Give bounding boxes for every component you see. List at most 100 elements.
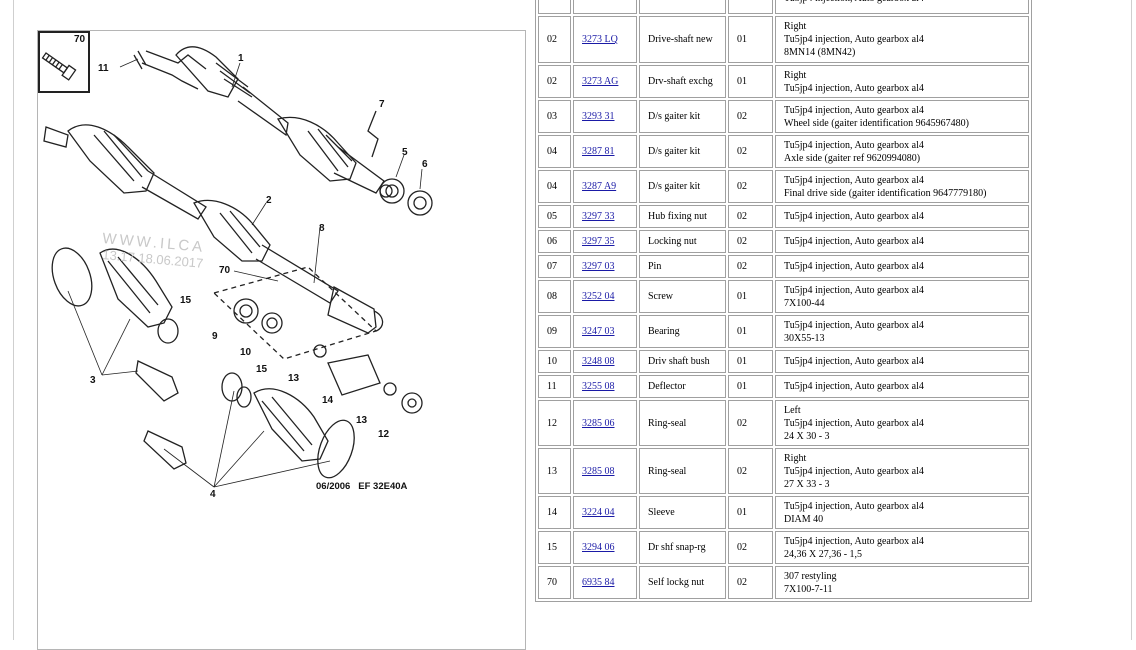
cell-reference: 15 <box>538 531 571 564</box>
part-code-link[interactable]: 3294 06 <box>582 542 615 553</box>
part-code-link[interactable]: 3293 31 <box>582 111 615 122</box>
cell-reference: 05 <box>538 205 571 228</box>
note-line: Tu5jp4 injection, Auto gearbox al4 <box>784 381 924 392</box>
bearing-9 <box>233 298 259 324</box>
cell-notes: Tu5jp4 injection, Auto gearbox al4 <box>775 350 1029 373</box>
deflector-11 <box>401 392 423 414</box>
cell-quantity: 02 <box>728 170 773 203</box>
cell-quantity: 02 <box>728 400 773 446</box>
callout-70-inset: 70 <box>74 34 86 45</box>
part-code-link[interactable]: 3224 04 <box>582 507 615 518</box>
cell-reference: 08 <box>538 280 571 313</box>
cell-quantity: 02 <box>728 531 773 564</box>
cell-part-code: 3297 33 <box>573 205 637 228</box>
part-code-link[interactable]: 3287 81 <box>582 146 615 157</box>
note-line: Tu5jp4 injection, Auto gearbox al4 <box>784 284 924 296</box>
note-line: Tu5jp4 injection, Auto gearbox al4 <box>784 211 924 222</box>
part-code-link[interactable]: 3285 06 <box>582 417 615 429</box>
part-code-link[interactable]: 3252 04 <box>582 291 615 302</box>
cell-reference: 09 <box>538 315 571 348</box>
cell-quantity: 02 <box>728 255 773 278</box>
cell-notes: Tu5jp4 injection, Auto gearbox al4 <box>775 0 1029 14</box>
cell-reference: 02 <box>538 16 571 63</box>
cell-part-code: 3294 06 <box>573 531 637 564</box>
note-line: Right <box>784 21 807 32</box>
cell-reference: 11 <box>538 375 571 398</box>
cell-quantity: 02 <box>728 566 773 599</box>
note-line: Tu5jp4 injection, Auto gearbox al4 <box>784 104 924 116</box>
cell-part-name: Driv shaft bush <box>639 350 726 373</box>
part-code-link[interactable]: 3273 LQ <box>582 34 618 45</box>
part-code-link[interactable]: 3297 33 <box>582 211 615 222</box>
part-code-link[interactable]: 3285 08 <box>582 465 615 477</box>
cell-part-name: Drive-shaft new <box>639 16 726 63</box>
cell-part-name <box>639 0 726 14</box>
lower-driveshaft <box>43 124 384 334</box>
note-line: Tu5jp4 injection, Auto gearbox al4 <box>784 356 924 367</box>
part-code-link[interactable]: 3287 A9 <box>582 181 617 192</box>
cell-part-code: 3247 03 <box>573 315 637 348</box>
callout-2: 2 <box>266 195 272 206</box>
note-line: Tu5jp4 injection, Auto gearbox al4 <box>784 82 924 94</box>
cell-part-name: Dr shf snap-rg <box>639 531 726 564</box>
cell-part-name: Drv-shaft exchg <box>639 65 726 98</box>
document-page <box>13 0 1132 640</box>
leader-lines <box>67 58 423 488</box>
callout-6: 6 <box>422 159 428 170</box>
cell-part-name: Bearing <box>639 315 726 348</box>
cell-part-code: 3293 31 <box>573 100 637 133</box>
part-code-link[interactable]: 3247 03 <box>582 326 615 337</box>
part-code-link[interactable]: 6935 84 <box>582 577 615 588</box>
cell-part-name: D/s gaiter kit <box>639 135 726 168</box>
cell-reference: 02 <box>538 65 571 98</box>
pin-7 <box>367 110 379 158</box>
callout-7: 7 <box>379 99 385 110</box>
note-line: Tu5jp4 injection, Auto gearbox al4 <box>784 417 924 429</box>
cell-reference <box>538 0 571 14</box>
note-line: 307 restyling <box>784 570 837 582</box>
cell-reference: 10 <box>538 350 571 373</box>
cell-quantity: 02 <box>728 448 773 494</box>
bush-10 <box>261 312 283 334</box>
cell-notes: Tu5jp4 injection, Auto gearbox al4 <box>775 375 1029 398</box>
note-line: 24,36 X 27,36 - 1,5 <box>784 548 863 560</box>
callout-5: 5 <box>402 147 408 158</box>
note-line: Tu5jp4 injection, Auto gearbox al4 <box>784 0 1020 5</box>
upper-driveshaft <box>133 46 393 198</box>
driveshaft-drawing: WWW.ILCA 13.17 18.06.2017 70 11 1 7 5 6 … <box>38 31 433 500</box>
note-line: Final drive side (gaiter identification … <box>784 187 987 199</box>
note-line: Tu5jp4 injection, Auto gearbox al4 <box>784 319 924 331</box>
locking-nut-6 <box>407 190 433 216</box>
callout-70: 70 <box>219 265 231 276</box>
cell-quantity: 01 <box>728 280 773 313</box>
callout-8: 8 <box>319 223 325 234</box>
note-line: Tu5jp4 injection, Auto gearbox al4 <box>784 34 924 45</box>
note-line: 27 X 33 - 3 <box>784 478 830 490</box>
cell-quantity: 02 <box>728 205 773 228</box>
diagram-footer: 06/2006 EF 32E40A <box>316 481 408 492</box>
note-line: Tu5jp4 injection, Auto gearbox al4 <box>784 139 924 151</box>
cell-part-name: Deflector <box>639 375 726 398</box>
cell-reference: 04 <box>538 170 571 203</box>
part-code-link[interactable]: 3297 03 <box>582 261 615 272</box>
part-code-link[interactable]: 3255 08 <box>582 381 615 392</box>
cell-part-name: D/s gaiter kit <box>639 170 726 203</box>
part-code-link[interactable]: 3297 35 <box>582 236 615 247</box>
note-line: Tu5jp4 injection, Auto gearbox al4 <box>784 174 924 186</box>
cell-quantity: 01 <box>728 16 773 63</box>
part-code-link[interactable]: 3248 08 <box>582 356 615 367</box>
cell-part-code: 3297 03 <box>573 255 637 278</box>
part-code-link[interactable]: 3273 AG <box>582 76 619 87</box>
cell-quantity: 01 <box>728 350 773 373</box>
